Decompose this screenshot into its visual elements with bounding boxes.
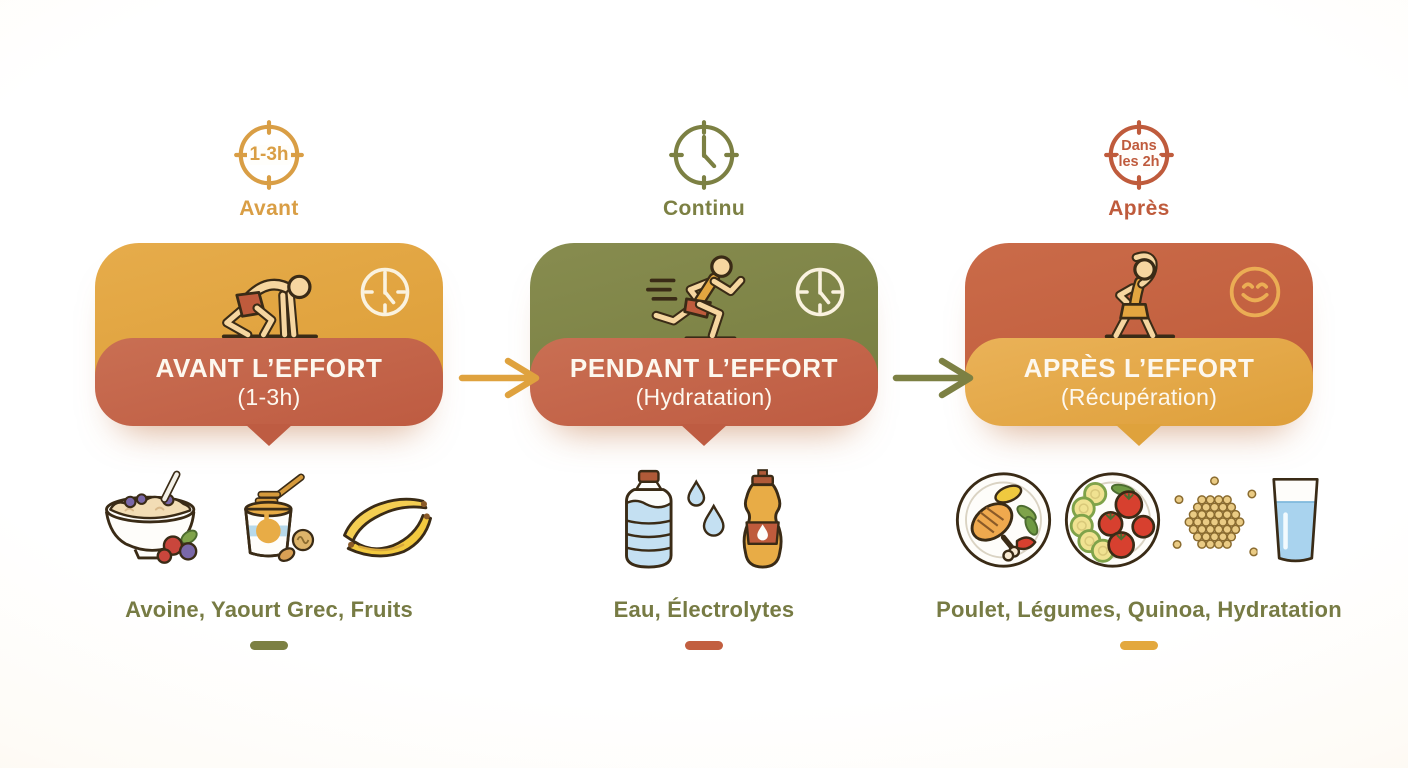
accent-dash (1120, 641, 1158, 650)
quinoa-dots (1184, 495, 1245, 549)
accent-dash (685, 641, 723, 650)
card-tail (245, 424, 293, 446)
card-tail (1115, 424, 1163, 446)
arrow-pendant-to-apres (892, 357, 974, 399)
phase-card-apres: APRÈS L’EFFORT (Récupération) (965, 243, 1313, 426)
phase-label: Continu (662, 197, 746, 220)
phase-band: AVANT L’EFFORT (1-3h) (95, 338, 443, 426)
food-caption: Poulet, Légumes, Quinoa, Hydratation (936, 597, 1342, 622)
food-icons-row (97, 468, 441, 572)
phase-column-pendant: Continu PENDANT L’E (530, 0, 878, 768)
phase-band: PENDANT L’EFFORT (Hydratation) (530, 338, 878, 426)
phase-card-pendant: PENDANT L’EFFORT (Hydratation) (530, 243, 878, 426)
badge-text: 1-3h (232, 118, 306, 192)
food-caption: Avoine, Yaourt Grec, Fruits (125, 597, 413, 622)
yogurt-honey-icon (244, 473, 315, 563)
smiley-icon (1227, 264, 1283, 320)
clock-icon (792, 264, 848, 320)
hydration-icons (625, 469, 783, 569)
phase-subtitle: (1-3h) (237, 383, 301, 410)
badge-line1: 1-3h (247, 143, 291, 166)
phase-card-avant: AVANT L’EFFORT (1-3h) (95, 243, 443, 426)
phase-column-avant: 1-3h Avant (95, 0, 443, 768)
runner-figure (646, 255, 746, 341)
phase-column-apres: Dans les 2h Après (936, 0, 1342, 768)
chicken-plate-icon (955, 472, 1052, 568)
food-caption: Eau, Électrolytes (613, 597, 795, 622)
accent-dash (250, 641, 288, 650)
water-bottle-icon (625, 469, 673, 569)
badge-line1: Dans (1119, 138, 1159, 155)
card-tail (680, 424, 728, 446)
clock-dial-icon: Dans les 2h (1102, 118, 1176, 192)
badge-text (667, 118, 741, 192)
badge-line2: les 2h (1116, 154, 1162, 171)
phase-title: PENDANT L’EFFORT (569, 352, 839, 383)
phase-band: APRÈS L’EFFORT (Récupération) (965, 338, 1313, 426)
phase-label: Avant (239, 197, 299, 220)
clock-hands-icon (667, 118, 741, 192)
electrolyte-bottle-icon (742, 469, 783, 569)
water-glass-icon (1272, 477, 1319, 563)
phase-title: APRÈS L’EFFORT (1023, 352, 1255, 383)
sprinter-start-figure (221, 274, 318, 340)
arrow-avant-to-pendant (458, 357, 540, 399)
stretching-figure (1104, 251, 1176, 341)
phase-title: AVANT L’EFFORT (155, 352, 383, 383)
clock-dial-icon: 1-3h (232, 118, 306, 192)
phase-subtitle: (Hydratation) (635, 383, 773, 410)
water-drops-icon (687, 479, 725, 537)
oatmeal-bowl-icon (105, 470, 198, 564)
badge-text: Dans les 2h (1102, 118, 1176, 192)
food-icons-row (611, 468, 797, 575)
clock-icon (357, 264, 413, 320)
food-icons-row (954, 468, 1325, 572)
vegetables-plate-icon (1064, 472, 1161, 568)
bananas-icon (343, 497, 433, 558)
phase-subtitle: (Récupération) (1060, 383, 1218, 410)
phase-label: Après (1108, 197, 1170, 220)
quinoa-icon (1172, 476, 1258, 557)
